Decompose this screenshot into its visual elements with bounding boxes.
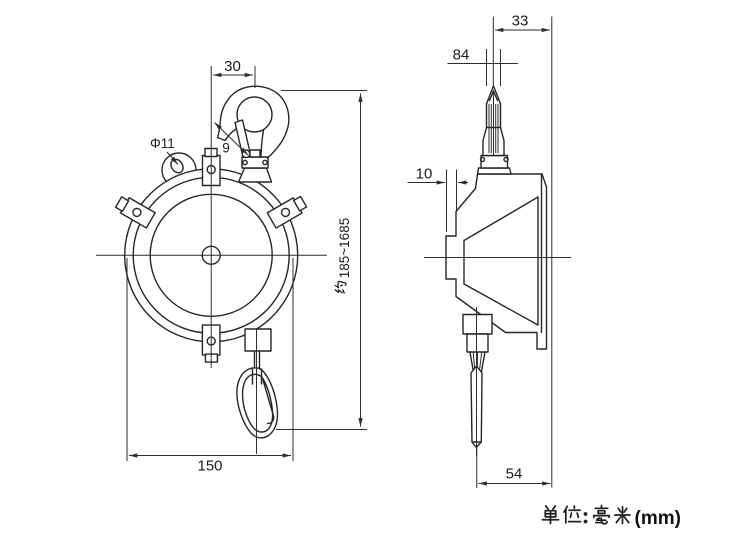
- dim-stroke-range-digits: 185~1685: [337, 218, 352, 278]
- dim-10-label: 10: [416, 166, 433, 183]
- cjk-hao-glyph: [593, 504, 610, 525]
- snap-gate: [262, 379, 275, 425]
- snap-hook: [236, 367, 279, 439]
- dim-hook-offset: 30: [213, 58, 253, 78]
- dim-150-label: 150: [197, 458, 222, 475]
- unit-label-suffix: (mm): [635, 508, 681, 529]
- unit-label: (mm): [541, 504, 681, 529]
- side-centerlines: [424, 16, 571, 456]
- cjk-dan-glyph: [541, 505, 560, 525]
- dim-9-label: 9: [222, 141, 230, 156]
- side-body: [445, 173, 548, 350]
- cjk-wei-glyph: [563, 505, 582, 524]
- dim-body-width: 150: [126, 258, 294, 475]
- dim-hook-to-back: 33: [495, 13, 553, 488]
- dim-stroke-range: 185~1685: [276, 90, 367, 430]
- dim-54-label: 54: [506, 466, 523, 483]
- dim-throat: 9: [214, 122, 249, 156]
- dim-phi11-label: Φ11: [150, 136, 175, 151]
- dim-hook-section: 84: [447, 47, 518, 86]
- cjk-mi-glyph: [614, 506, 631, 525]
- cable-outlet: [244, 328, 272, 369]
- front-view: 30 Φ11 9 185~1685 150: [96, 58, 367, 475]
- cjk-colon: [583, 512, 588, 516]
- side-hook-mount: [476, 126, 512, 175]
- swivel-collar: [241, 156, 269, 169]
- dim-84-label: 84: [453, 47, 470, 64]
- dim-boss-depth: 10: [407, 166, 468, 232]
- hook-pedestal: [237, 149, 273, 183]
- dim-33-label: 33: [512, 13, 529, 30]
- front-centerlines: [96, 66, 327, 454]
- cjk-yue-glyph: [334, 280, 347, 294]
- dim-boss-diameter: Φ11: [150, 136, 179, 165]
- dim-outlet-to-back: 54: [476, 448, 551, 488]
- side-hook-blade: [485, 85, 502, 155]
- side-outlet-stem: [462, 313, 493, 449]
- cone-inner-lines: [463, 196, 539, 326]
- hook-eye: [236, 96, 273, 133]
- side-view: 33 84 10 54: [407, 13, 571, 488]
- dim-30-label: 30: [224, 58, 241, 75]
